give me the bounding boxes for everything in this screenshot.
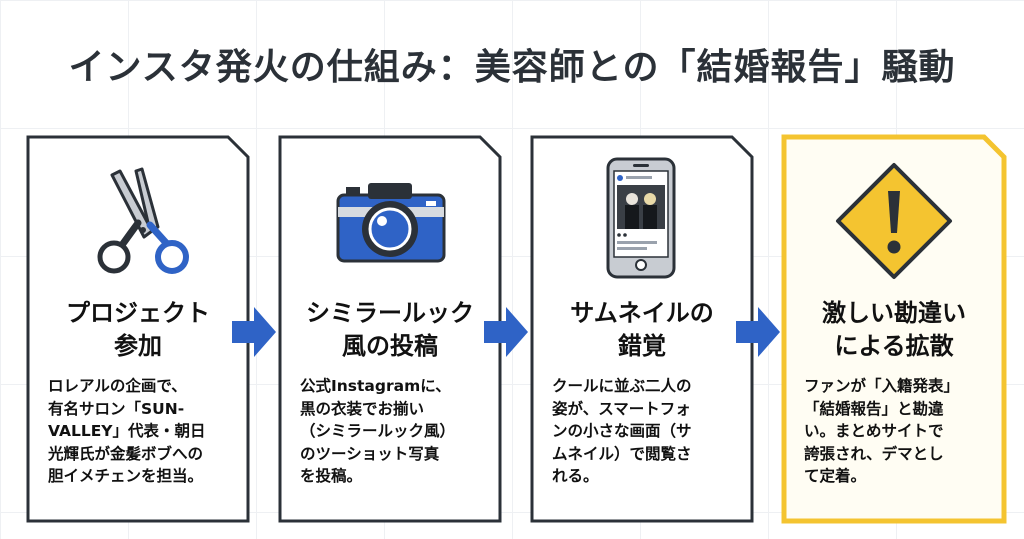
step-card-2: シミラールック 風の投稿 公式Instagramに、 黒の衣装でお揃い （シミラ… bbox=[276, 133, 504, 525]
camera-icon bbox=[336, 183, 446, 263]
step-description: ロレアルの企画で、 有名サロン「SUN- VALLEY」代表・朝日 光輝氏が金髪… bbox=[48, 377, 206, 485]
scissors-icon bbox=[97, 167, 189, 274]
step-heading: プロジェクト 参加 bbox=[66, 299, 210, 360]
step-card-4: 激しい勘違い による拡散 ファンが「入籍発表」 「結婚報告」と勘違 い。まとめサ… bbox=[780, 133, 1008, 525]
step-description: クールに並ぶ二人の 姿が、スマートフォ ンの小さな画面（サ ムネイル）で閲覧さ … bbox=[552, 377, 692, 485]
step-heading: 激しい勘違い による拡散 bbox=[822, 299, 966, 360]
arrow-right-icon bbox=[484, 307, 528, 357]
step-description: 公式Instagramに、 黒の衣装でお揃い （シミラールック風） のツーショッ… bbox=[300, 377, 456, 485]
step-heading: サムネイルの 錯覚 bbox=[570, 299, 714, 360]
card-frame-highlighted bbox=[781, 134, 1007, 524]
step-description: ファンが「入籍発表」 「結婚報告」と勘違 い。まとめサイトで 誇張され、デマとし… bbox=[804, 377, 960, 485]
arrow-right-icon bbox=[232, 307, 276, 357]
step-card-1: プロジェクト 参加 ロレアルの企画で、 有名サロン「SUN- VALLEY」代表… bbox=[24, 133, 252, 525]
step-card-3: サムネイルの 錯覚 クールに並ぶ二人の 姿が、スマートフォ ンの小さな画面（サ … bbox=[528, 133, 756, 525]
warning-icon bbox=[836, 163, 952, 279]
arrow-right-icon bbox=[736, 307, 780, 357]
step-heading: シミラールック 風の投稿 bbox=[306, 299, 474, 360]
smartphone-icon bbox=[606, 157, 676, 279]
page-title: インスタ発火の仕組み：美容師との「結婚報告」騒動 bbox=[68, 47, 956, 88]
